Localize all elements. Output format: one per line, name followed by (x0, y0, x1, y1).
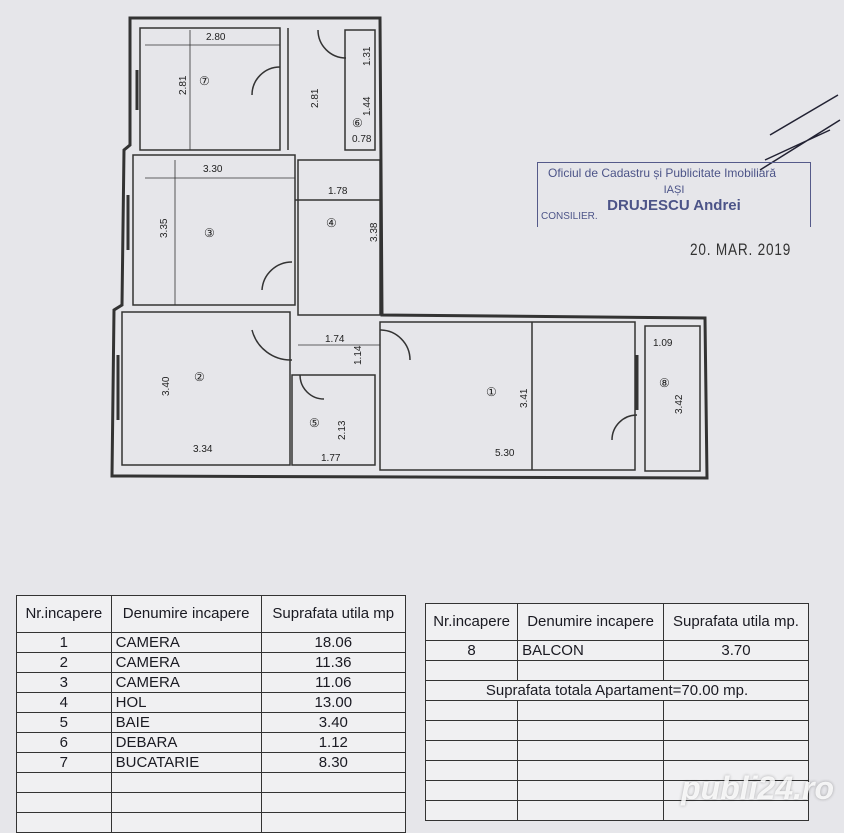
dim-r8-width: 1.09 (653, 338, 673, 349)
dim-r2-height: 3.40 (161, 376, 172, 396)
empty-row (16, 812, 407, 833)
dim-r1-height: 3.41 (519, 388, 530, 408)
header-name: Denumire incapere (517, 603, 664, 641)
dim-r3-height: 3.35 (159, 218, 170, 238)
cell-nr: 1 (16, 632, 112, 653)
cell-name: DEBARA (110, 732, 262, 753)
cell-name: BAIE (110, 712, 262, 733)
total-row: Suprafata totala Apartament=70.00 mp. (425, 680, 809, 701)
dim-r6-height: 1.44 (362, 96, 373, 116)
dim-r4-width: 1.78 (328, 186, 348, 197)
cell-area: 11.06 (260, 672, 407, 693)
cell-nr: 8 (424, 640, 519, 661)
cell-name: BUCATARIE (110, 752, 262, 773)
table-row: 8 BALCON 3.70 (424, 640, 809, 661)
room-1-number: ① (486, 385, 497, 399)
cell-name: CAMERA (110, 632, 262, 653)
stamp-date: 20. MAR. 2019 (690, 240, 792, 259)
dim-r6-top: 1.31 (362, 46, 373, 66)
header-nr: Nr.incapere (16, 595, 112, 633)
empty-row (424, 760, 809, 781)
cell-nr: 5 (16, 712, 112, 733)
watermark-logo: publi24.ro (681, 770, 834, 806)
dim-hall-top: 2.81 (310, 88, 321, 108)
empty-row (424, 720, 809, 741)
cell-name: CAMERA (110, 652, 262, 673)
stamp-city: IAȘI (663, 184, 685, 196)
room-2-number: ② (194, 370, 205, 384)
header-area: Suprafata utila mp. (663, 603, 809, 641)
cell-nr: 2 (16, 652, 112, 673)
cell-name: HOL (110, 692, 262, 713)
signature (759, 94, 841, 171)
cell-nr: 4 (16, 692, 112, 713)
cell-area: 18.06 (260, 632, 407, 653)
dim-hall-bottom-height: 1.14 (353, 345, 364, 365)
dim-r7-height: 2.81 (178, 75, 189, 95)
room-6-number: ⑥ (352, 116, 363, 130)
stamp-role: CONSILIER. (541, 211, 598, 222)
header-nr: Nr.incapere (424, 603, 519, 641)
room-5-number: ⑤ (309, 416, 320, 430)
header-name: Denumire incapere (110, 595, 262, 633)
dim-r4-height: 3.38 (369, 222, 380, 242)
dim-r1-width: 5.30 (495, 448, 515, 459)
cell-nr: 7 (16, 752, 112, 773)
total-area: Suprafata totala Apartament=70.00 mp. (425, 680, 809, 701)
empty-row (424, 740, 809, 761)
cell-area: 13.00 (260, 692, 407, 713)
room-8-number: ⑧ (659, 376, 670, 390)
cell-nr: 6 (16, 732, 112, 753)
balcony-table: Nr.incapere Denumire incapere Suprafata … (424, 603, 809, 821)
cell-area: 3.40 (260, 712, 407, 733)
table-header: Nr.incapere Denumire incapere Suprafata … (424, 603, 809, 641)
cell-name: BALCON (517, 640, 664, 661)
header-area: Suprafata utila mp (260, 595, 407, 633)
cell-area: 3.70 (663, 640, 809, 661)
cell-area: 11.36 (260, 652, 407, 673)
dim-r5-width: 1.77 (321, 453, 341, 464)
dim-r3-width: 3.30 (203, 164, 223, 175)
cell-area: 8.30 (260, 752, 407, 773)
stamp-office: Oficiul de Cadastru și Publicitate Imobi… (548, 166, 777, 180)
dim-r5-height: 2.13 (337, 420, 348, 440)
empty-row (16, 772, 407, 793)
cell-name: CAMERA (110, 672, 262, 693)
room-7-number: ⑦ (199, 74, 210, 88)
dim-r6-width: 0.78 (352, 134, 372, 145)
empty-row (424, 700, 809, 721)
cell-nr: 3 (16, 672, 112, 693)
dim-r8-height: 3.42 (674, 394, 685, 414)
rooms-table: Nr.incapere Denumire incapere Suprafata … (16, 595, 407, 833)
dim-r7-width: 2.80 (206, 32, 226, 43)
empty-row (424, 660, 809, 681)
room-4-number: ④ (326, 216, 337, 230)
dim-r2-width: 3.34 (193, 444, 213, 455)
cell-area: 1.12 (260, 732, 407, 753)
empty-row (424, 800, 809, 821)
floor-plan: 2.80 2.81 2.81 1.31 1.44 0.78 3.30 3.35 … (110, 16, 841, 480)
room-3-number: ③ (204, 226, 215, 240)
empty-row (16, 792, 407, 813)
dim-hall-bottom-width: 1.74 (325, 334, 345, 345)
stamp-name: DRUJESCU Andrei (607, 197, 741, 214)
cadastre-stamp: Oficiul de Cadastru și Publicitate Imobi… (537, 162, 811, 227)
table-header: Nr.incapere Denumire incapere Suprafata … (16, 595, 407, 633)
